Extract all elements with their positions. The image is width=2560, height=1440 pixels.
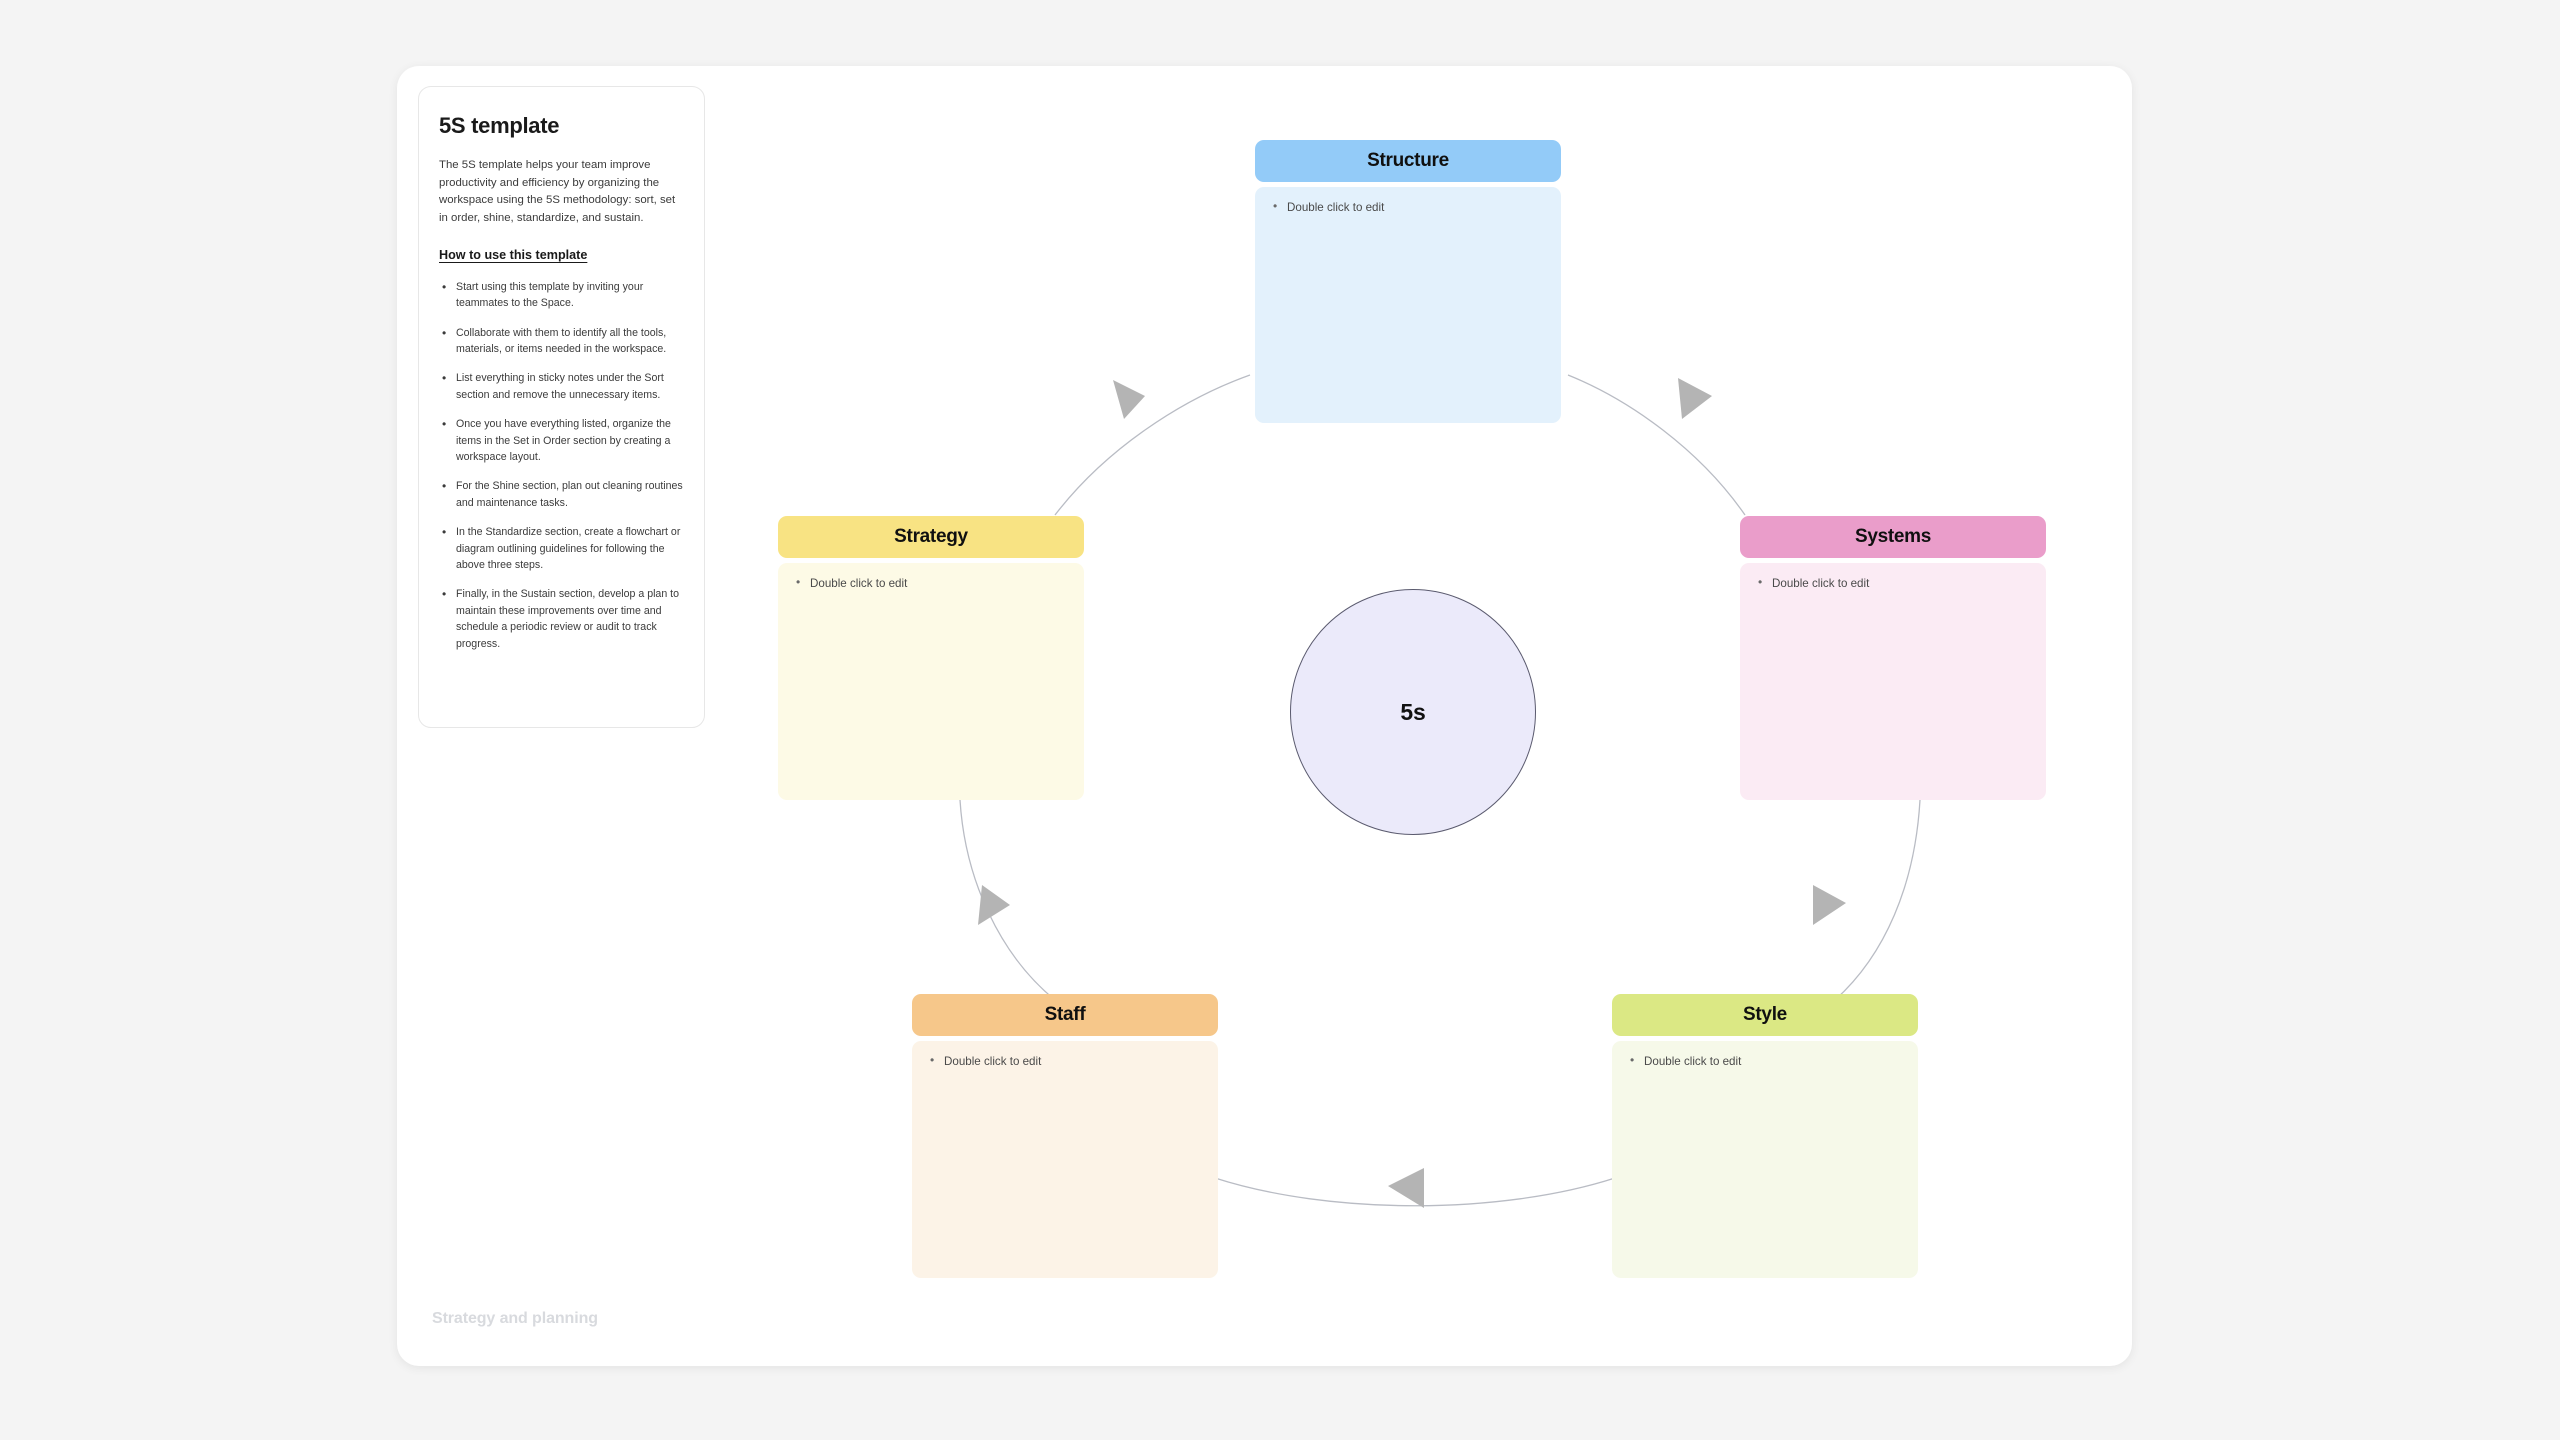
- list-item: Finally, in the Sustain section, develop…: [439, 585, 684, 652]
- list-item: In the Standardize section, create a flo…: [439, 523, 684, 573]
- card-systems-placeholder[interactable]: Double click to edit: [1754, 575, 2032, 591]
- template-info-panel: 5S template The 5S template helps your t…: [418, 86, 705, 728]
- list-item: Collaborate with them to identify all th…: [439, 324, 684, 358]
- card-structure[interactable]: Structure Double click to edit: [1255, 140, 1561, 423]
- list-item: List everything in sticky notes under th…: [439, 369, 684, 403]
- card-strategy-header[interactable]: Strategy: [778, 516, 1084, 558]
- footer-category-label: Strategy and planning: [432, 1310, 598, 1327]
- list-item: Start using this template by inviting yo…: [439, 278, 684, 312]
- card-staff[interactable]: Staff Double click to edit: [912, 994, 1218, 1278]
- card-systems[interactable]: Systems Double click to edit: [1740, 516, 2046, 800]
- card-staff-placeholder[interactable]: Double click to edit: [926, 1053, 1204, 1069]
- card-systems-body[interactable]: Double click to edit: [1740, 563, 2046, 800]
- card-strategy-placeholder[interactable]: Double click to edit: [792, 575, 1070, 591]
- card-structure-placeholder[interactable]: Double click to edit: [1269, 199, 1547, 215]
- how-to-use-list: Start using this template by inviting yo…: [439, 278, 684, 652]
- center-circle-label: 5s: [1400, 698, 1426, 725]
- template-description: The 5S template helps your team improve …: [439, 159, 676, 225]
- card-structure-header[interactable]: Structure: [1255, 140, 1561, 182]
- list-item: Once you have everything listed, organiz…: [439, 415, 684, 465]
- how-to-use-heading: How to use this template: [439, 247, 588, 262]
- page-title: 5S template: [439, 113, 560, 138]
- card-style[interactable]: Style Double click to edit: [1612, 994, 1918, 1278]
- card-strategy[interactable]: Strategy Double click to edit: [778, 516, 1084, 800]
- list-item: For the Shine section, plan out cleaning…: [439, 477, 684, 511]
- card-strategy-body[interactable]: Double click to edit: [778, 563, 1084, 800]
- card-staff-header[interactable]: Staff: [912, 994, 1218, 1036]
- card-systems-header[interactable]: Systems: [1740, 516, 2046, 558]
- card-style-header[interactable]: Style: [1612, 994, 1918, 1036]
- card-staff-body[interactable]: Double click to edit: [912, 1041, 1218, 1278]
- card-structure-body[interactable]: Double click to edit: [1255, 187, 1561, 423]
- center-circle-5s[interactable]: 5s: [1290, 589, 1536, 835]
- card-style-body[interactable]: Double click to edit: [1612, 1041, 1918, 1278]
- card-style-placeholder[interactable]: Double click to edit: [1626, 1053, 1904, 1069]
